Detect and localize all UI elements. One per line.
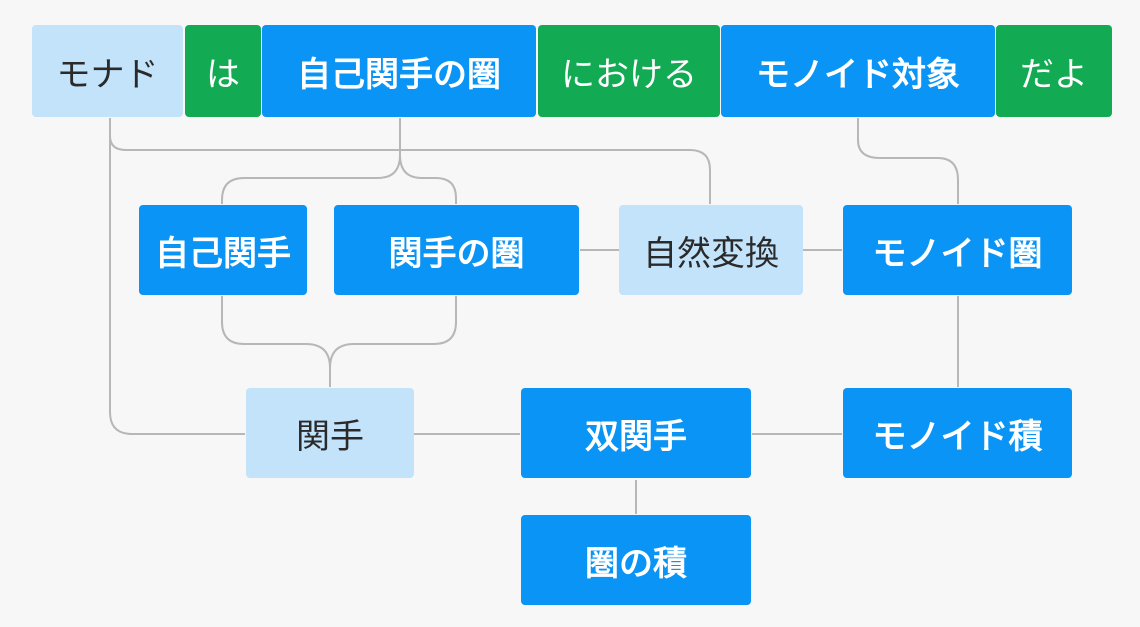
concept-monoidal-product: モノイド積 (843, 388, 1072, 478)
link-monad-natural-transformation (109, 118, 711, 204)
brace-to-functor (221, 296, 457, 387)
concept-product-category: 圏の積 (521, 515, 751, 605)
concept-functor: 関手 (246, 388, 414, 478)
concept-bifunctor: 双関手 (521, 388, 751, 478)
concept-endofunctor: 自己関手 (139, 205, 307, 295)
particle-wa: は (185, 25, 261, 117)
term-monoid-object: モノイド対象 (721, 25, 995, 117)
concept-functor-category: 関手の圏 (334, 205, 579, 295)
link-monad-functor (109, 136, 245, 435)
term-monad: モナド (32, 25, 183, 117)
particle-dayo: だよ (996, 25, 1112, 117)
particle-niokeru: における (538, 25, 720, 117)
link-monoid-object-monoidal-category (857, 118, 959, 204)
concept-natural-transformation: 自然変換 (619, 205, 803, 295)
term-endofunctor-category: 自己関手の圏 (262, 25, 536, 117)
brace-endofunctor-category (221, 118, 457, 204)
concept-monoidal-category: モノイド圏 (843, 205, 1072, 295)
